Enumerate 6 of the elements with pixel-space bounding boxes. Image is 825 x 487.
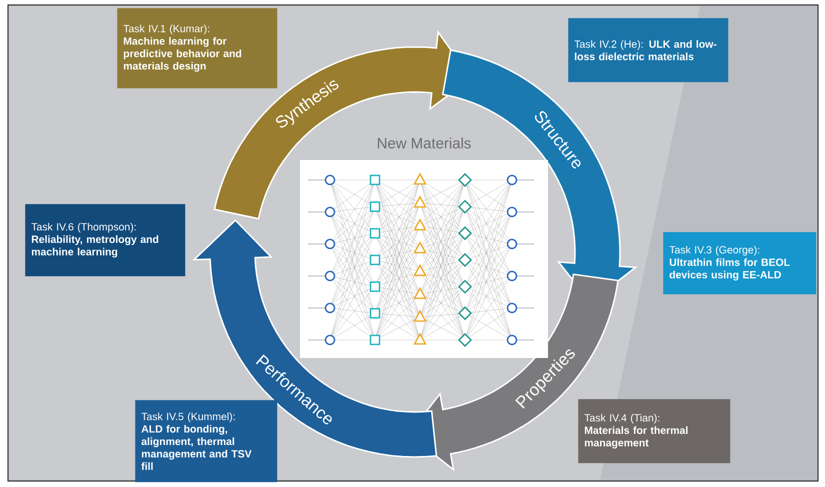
task-box: Task IV.5 (Kummel): ALD for bonding, alignment, thermal management and TSV fill: [135, 400, 278, 482]
task-box: Task IV.3 (George): Ultrathin films for BEOL devices using EE-ALD: [663, 232, 816, 294]
task-box: Task IV.2 (He): ULK and low-loss dielectric materials: [568, 18, 728, 82]
task-box: Task IV.6 (Thompson): Reliability, metrology and machine learning: [25, 204, 186, 276]
task-box: Task IV.4 (Tian): Materials for thermal management: [578, 399, 730, 464]
task-box: Task IV.1 (Kumar): Machine learning for predictive behavior and materials design: [117, 8, 278, 88]
